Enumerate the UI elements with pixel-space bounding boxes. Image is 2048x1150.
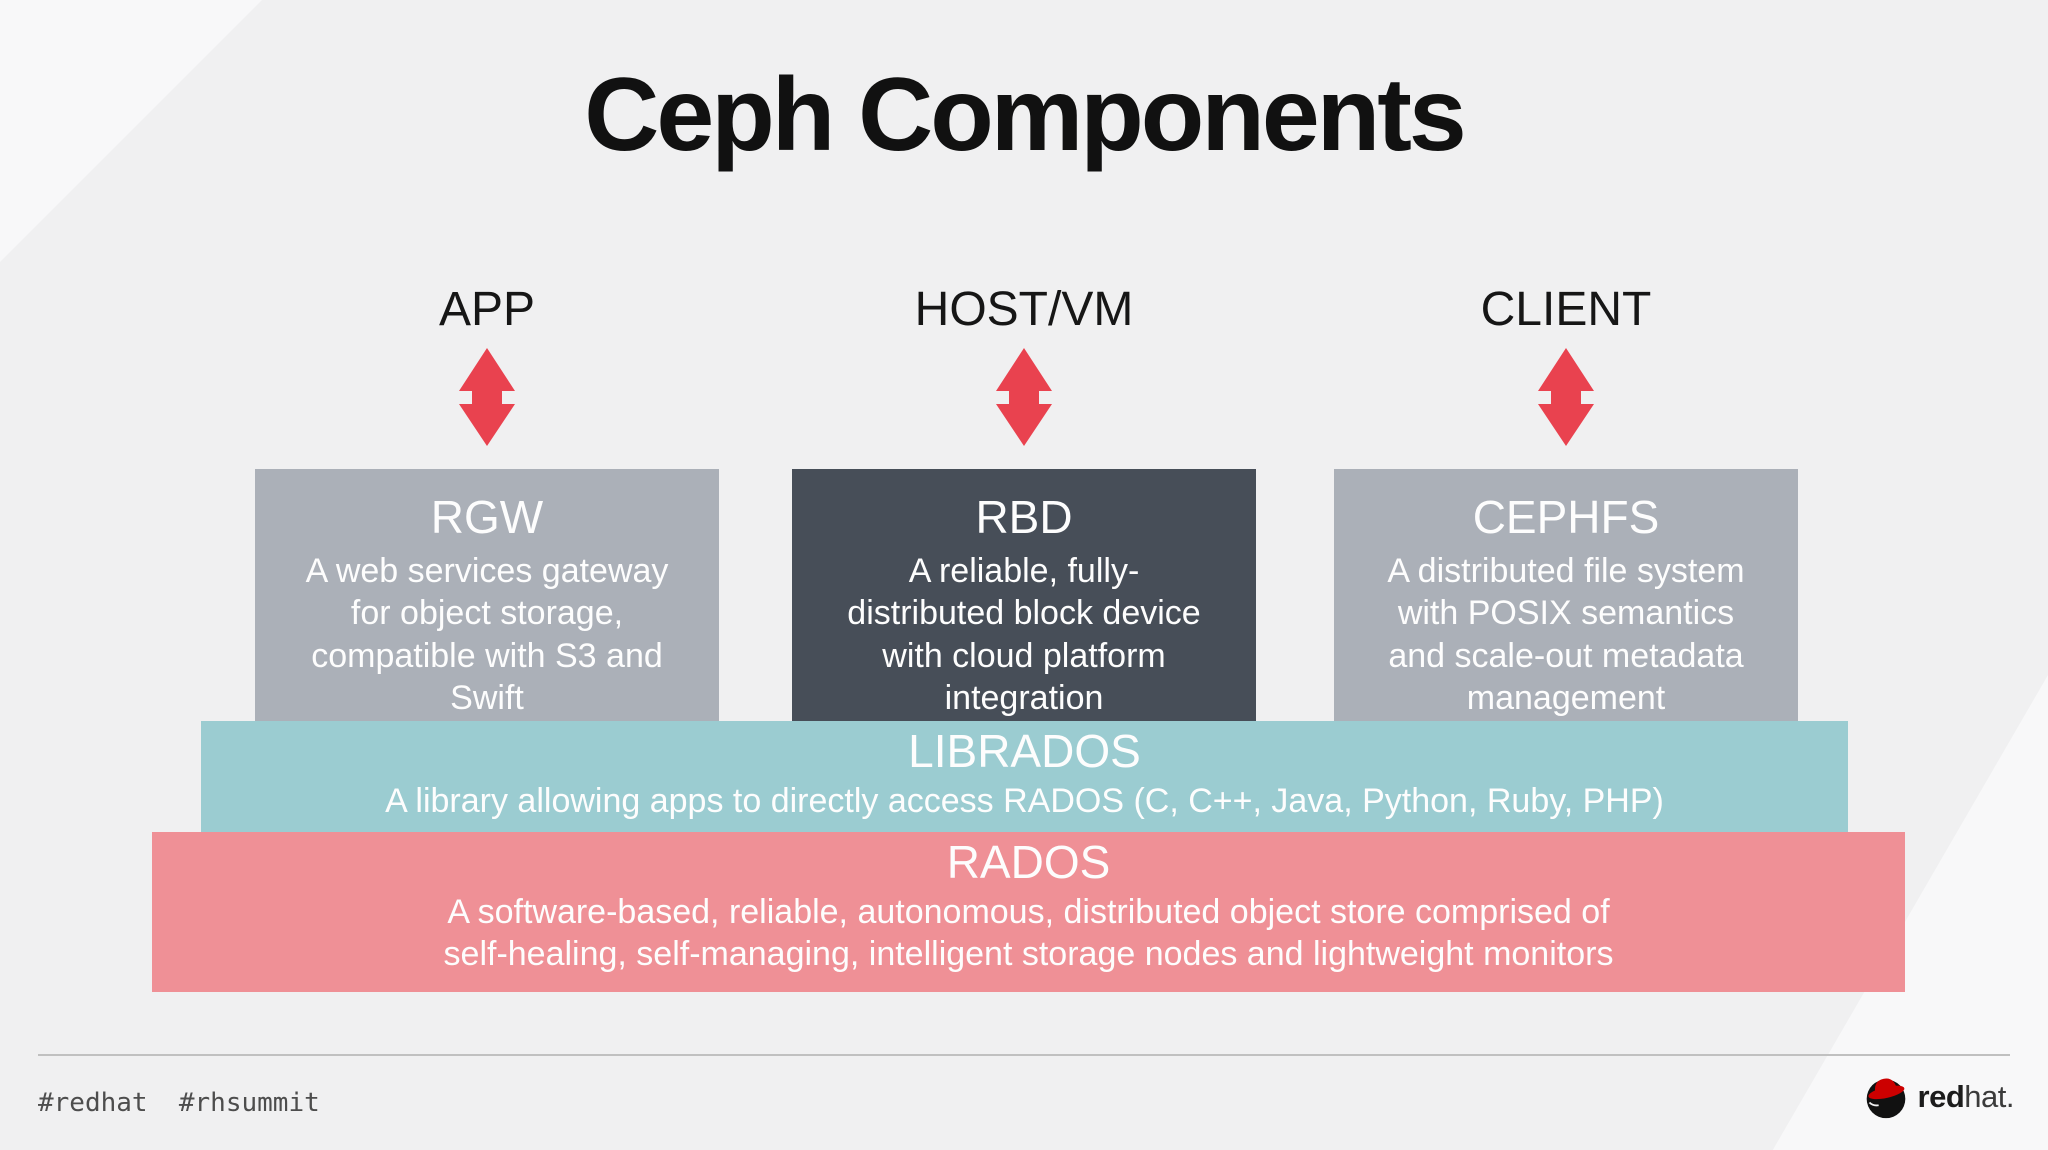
- box-description: A reliable, fully- distributed block dev…: [847, 551, 1201, 718]
- box-title: RBD: [975, 491, 1073, 543]
- rados-bar: RADOS A software-based, reliable, autono…: [152, 832, 1905, 992]
- column-label-client: CLIENT: [1480, 283, 1652, 336]
- layer-description: A software-based, reliable, autonomous, …: [443, 892, 1614, 974]
- logo-wordmark-regular: hat.: [1964, 1079, 2014, 1114]
- component-box-rbd: RBD A reliable, fully- distributed block…: [792, 469, 1256, 729]
- box-description: A web services gateway for object storag…: [305, 551, 669, 718]
- redhat-logo: redhat.: [1863, 1074, 2014, 1120]
- column-label-app: APP: [438, 283, 536, 336]
- box-description: A distributed file system with POSIX sem…: [1387, 551, 1745, 718]
- logo-wordmark-bold: red: [1917, 1079, 1965, 1114]
- box-title: CEPHFS: [1472, 491, 1660, 543]
- footer-divider: [38, 1054, 2010, 1056]
- shadowman-icon: [1866, 1078, 1905, 1119]
- double-arrow-icon: [996, 348, 1052, 446]
- layer-title: RADOS: [946, 836, 1111, 888]
- component-box-rgw: RGW A web services gateway for object st…: [255, 469, 719, 729]
- column-label-hostvm: HOST/VM: [914, 283, 1134, 336]
- double-arrow-icon: [1538, 348, 1594, 446]
- logo-wordmark: redhat.: [1917, 1079, 2015, 1115]
- layer-description: A library allowing apps to directly acce…: [385, 781, 1664, 820]
- layer-title: LIBRADOS: [908, 725, 1141, 777]
- page-title: Ceph Components: [584, 57, 1466, 173]
- librados-bar: LIBRADOS A library allowing apps to dire…: [201, 721, 1848, 832]
- component-box-cephfs: CEPHFS A distributed file system with PO…: [1334, 469, 1798, 729]
- footer-hashtags: #redhat #rhsummit: [38, 1088, 320, 1118]
- box-title: RGW: [430, 491, 544, 543]
- double-arrow-icon: [459, 348, 515, 446]
